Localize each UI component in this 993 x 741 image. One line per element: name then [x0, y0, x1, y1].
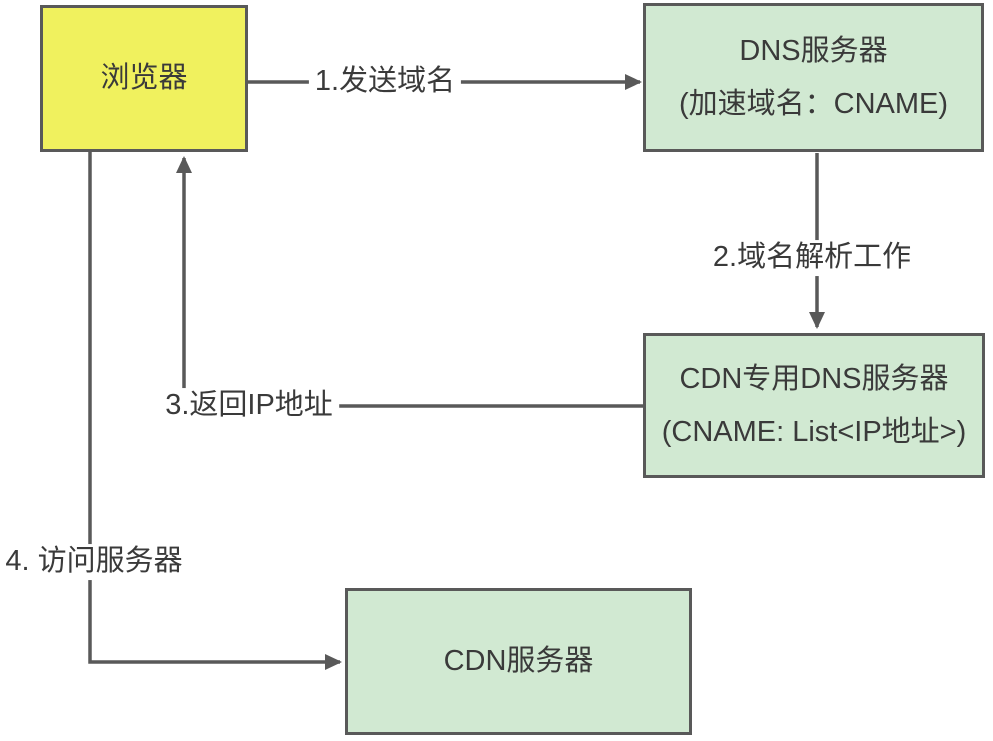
cdn-dns-server-node: CDN专用DNS服务器 (CNAME: List<IP地址>): [643, 333, 985, 478]
edge-label-step4: 4. 访问服务器: [0, 544, 189, 580]
browser-node-label: 浏览器: [100, 62, 188, 95]
edge-step3-return-ip: [176, 156, 643, 408]
edge-label-step2: 2.域名解析工作: [706, 240, 918, 276]
cdn-dns-server-node-subtitle: (CNAME: List<IP地址>): [661, 416, 967, 448]
cdn-server-node: CDN服务器: [345, 588, 692, 735]
browser-node: 浏览器: [40, 5, 248, 152]
edge-step4-access-server: [88, 152, 342, 670]
dns-server-node: DNS服务器 (加速域名：CNAME): [643, 3, 984, 152]
cdn-dns-server-node-title: CDN专用DNS服务器: [679, 362, 949, 395]
dns-server-node-subtitle: (加速域名：CNAME): [678, 88, 949, 120]
edge-label-step3: 3.返回IP地址: [159, 388, 339, 424]
dns-server-node-title: DNS服务器: [739, 34, 888, 67]
edge-label-step1: 1.发送域名: [308, 64, 462, 100]
cdn-server-node-label: CDN服务器: [443, 645, 594, 678]
